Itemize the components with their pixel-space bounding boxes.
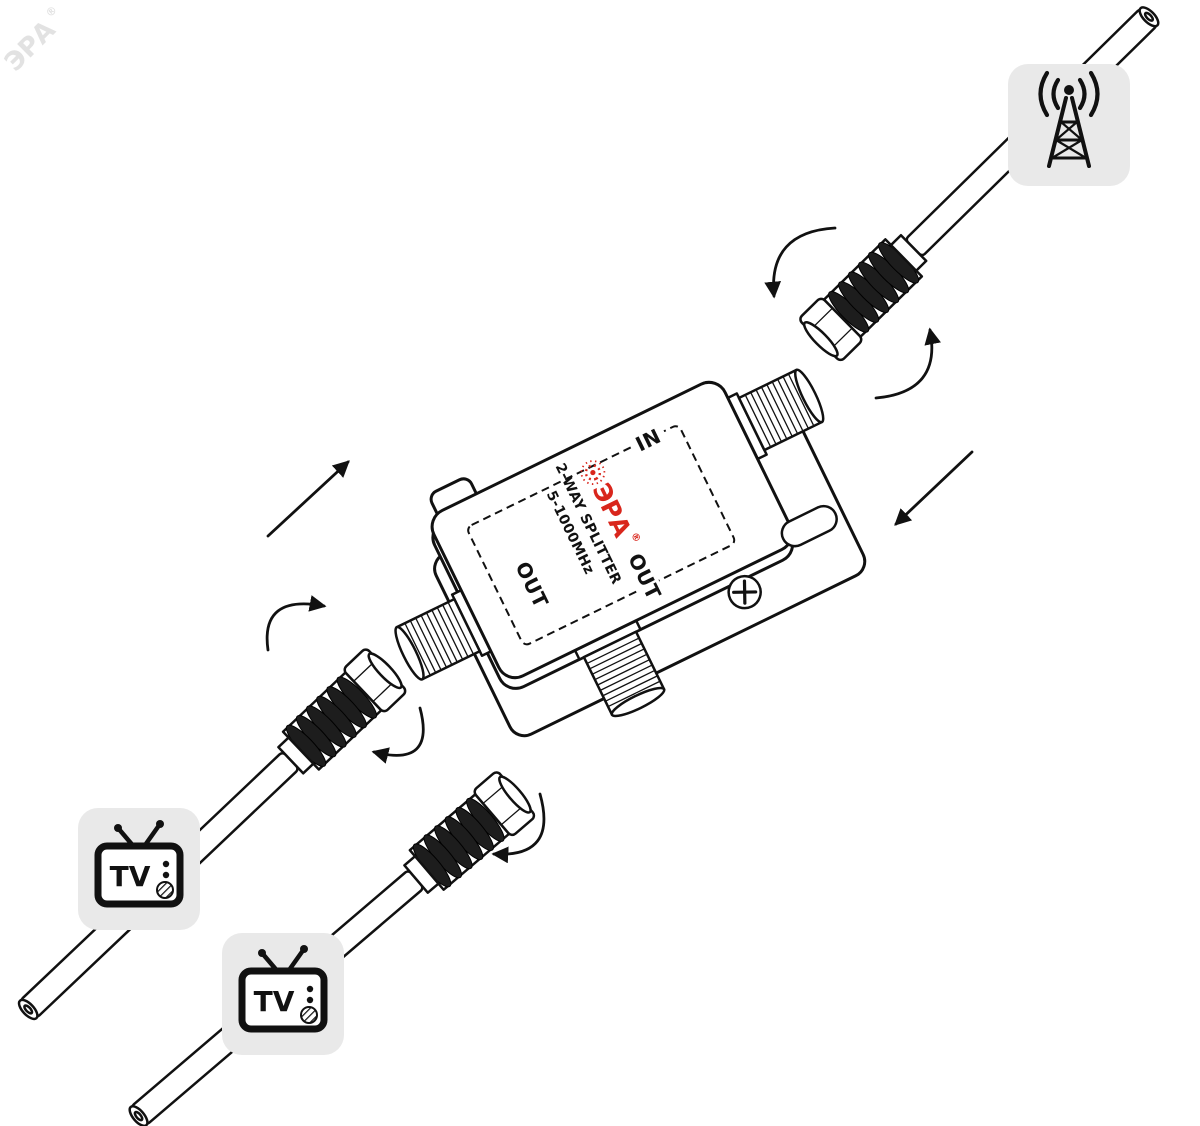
tv-cable-1 (17, 643, 412, 1021)
tv-endpoint-2: TV (222, 933, 344, 1055)
splitter-body (430, 380, 794, 680)
rotate-arrow-top-right (874, 327, 941, 400)
brand-starburst-icon (580, 460, 606, 485)
brand-reg: ® (628, 531, 642, 545)
tv-label: TV (110, 860, 151, 893)
mount-screw (727, 574, 762, 610)
f-connector-icon (794, 225, 936, 367)
watermark-reg: ® (43, 3, 60, 20)
tv-icon: TV (94, 820, 184, 908)
watermark: ЭРА ® (0, 3, 62, 77)
splitter-device: IN OUT OUT ЭРА ® 2-WAY SPLITTER 5-1000MH… (387, 361, 867, 738)
f-connector-icon (395, 766, 541, 904)
rotate-arrow-mid-lower (371, 706, 425, 764)
antenna-endpoint (1008, 64, 1130, 186)
tv-icon: TV (238, 945, 328, 1033)
tv-label: TV (254, 985, 295, 1018)
rotate-arrow-top-left (764, 226, 837, 299)
watermark-text: ЭРА (0, 15, 62, 77)
broadcast-tower-icon (1038, 70, 1100, 168)
insert-arrow-left (266, 460, 350, 538)
rotate-arrow-lower (491, 792, 546, 864)
rotate-arrow-mid-upper (265, 595, 327, 652)
mount-slot (780, 504, 838, 548)
f-connector-icon (268, 643, 412, 784)
insert-arrow-right (894, 450, 974, 526)
tv-endpoint-1: TV (78, 808, 200, 930)
